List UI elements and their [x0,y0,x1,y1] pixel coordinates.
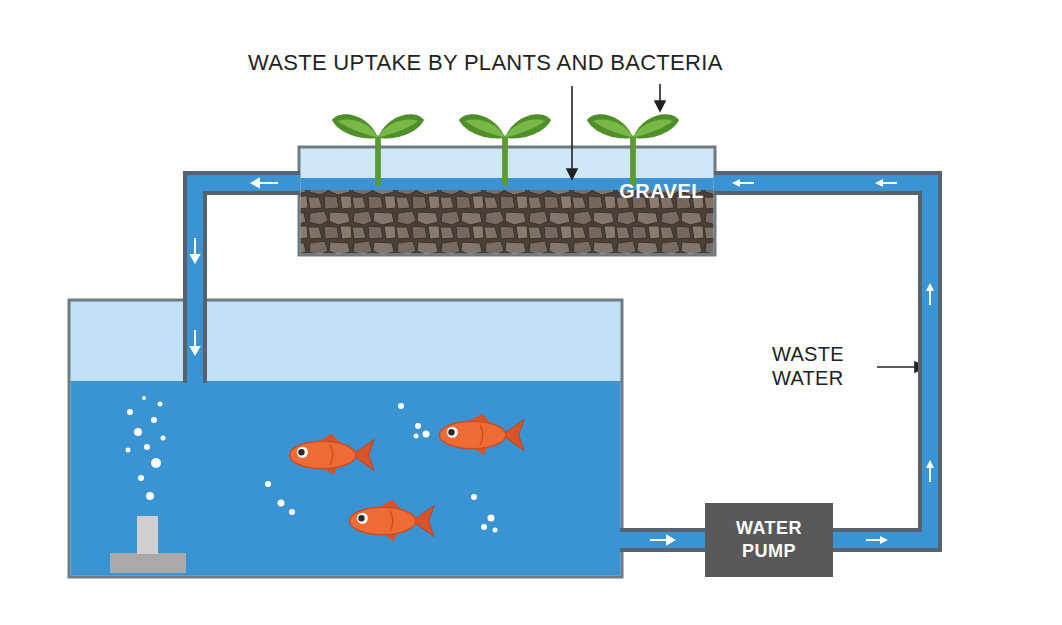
fish [350,500,435,541]
fish-tank [69,300,622,577]
callout-label: WASTE WATER [772,342,868,391]
pump-box: WATER PUMP [705,503,833,577]
bubbles [126,396,498,533]
water-pipe [714,179,934,544]
fish [440,414,525,455]
outlet-pipe [619,540,706,541]
plant-sprout [459,114,551,185]
fish [290,434,375,475]
bed-label: GRAVEL [619,179,704,203]
pump-label: WATER PUMP [723,517,815,564]
plant-sprout [587,114,679,185]
callout-label: WASTE UPTAKE BY PLANTS AND BACTERIA [248,50,723,77]
flow-arrow [191,179,674,544]
gravel-bed: GRAVEL [300,147,714,254]
leader-line [567,84,925,372]
plant-sprout [332,114,424,185]
return-pipe [195,183,300,383]
air-stone [110,516,186,573]
